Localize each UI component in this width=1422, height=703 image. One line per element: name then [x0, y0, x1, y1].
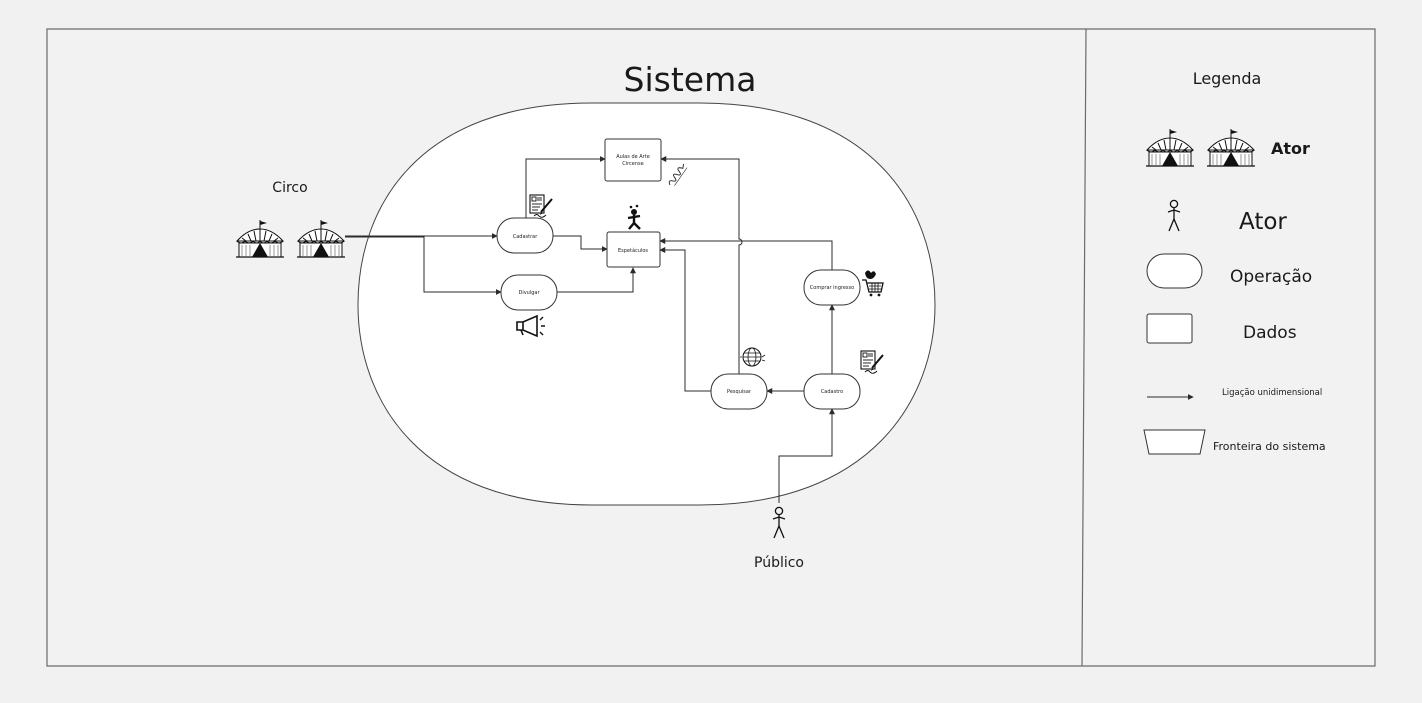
espetaculos-label: Espetáculos — [618, 247, 648, 254]
juggler-icon — [627, 204, 641, 230]
actor-publico-label: Público — [754, 555, 804, 571]
legend-operation-shape — [1146, 253, 1203, 289]
operation-divulgar — [500, 274, 558, 311]
legend-boundary-label: Fronteira do sistema — [1213, 440, 1326, 453]
legend-boundary-shape — [1143, 429, 1206, 455]
globe-icon — [740, 347, 766, 367]
legend-data-label: Dados — [1243, 323, 1297, 343]
link-cadastrar-espetaculos — [553, 235, 608, 252]
signature-icon — [668, 163, 688, 186]
legend-operation-label: Operação — [1230, 267, 1312, 287]
legend: Legenda Ator Ator Operação Dados Ligação… — [1143, 69, 1326, 455]
cadastrar-label: Cadastrar — [513, 234, 538, 240]
link-divulgar-espetaculos — [557, 267, 636, 293]
megaphone-icon — [516, 314, 545, 338]
actor-circo-label: Circo — [272, 180, 307, 196]
aulas-label-line1: Aulas de Arte — [616, 154, 650, 160]
divulgar-label: Divulgar — [518, 290, 540, 296]
legend-data-shape — [1146, 313, 1193, 344]
operation-comprar-ingresso — [803, 269, 861, 306]
data-store-espetaculos — [606, 231, 661, 268]
legend-divider — [1081, 28, 1087, 667]
link-comprar-espetaculos — [659, 238, 833, 270]
data-store-aulas — [604, 138, 662, 182]
aulas-label-line2: Circense — [622, 161, 644, 167]
operation-pesquisar — [710, 373, 768, 410]
cadastro-label: Cadastro — [821, 389, 843, 395]
system-boundary — [357, 102, 936, 506]
operation-cadastrar — [496, 217, 554, 254]
link-publico-cadastro — [778, 408, 835, 503]
link-circo-divulgar — [345, 236, 502, 295]
legend-title: Legenda — [1193, 69, 1262, 88]
shopping-cart-icon — [862, 270, 884, 297]
pesquisar-label: Pesquisar — [727, 389, 752, 395]
comprar-ingresso-label: Comprar ingresso — [810, 285, 854, 291]
legend-circus-actor-label: Ator — [1271, 139, 1310, 158]
link-cadastrar-aulas — [525, 156, 606, 218]
system-title: Sistema — [624, 60, 757, 99]
legend-link-label: Ligação unidimensional — [1222, 388, 1322, 398]
legend-person-actor-label: Ator — [1239, 209, 1287, 235]
link-pesquisar-espetaculos — [659, 247, 711, 392]
operation-cadastro — [803, 373, 861, 410]
connectors — [345, 156, 835, 503]
